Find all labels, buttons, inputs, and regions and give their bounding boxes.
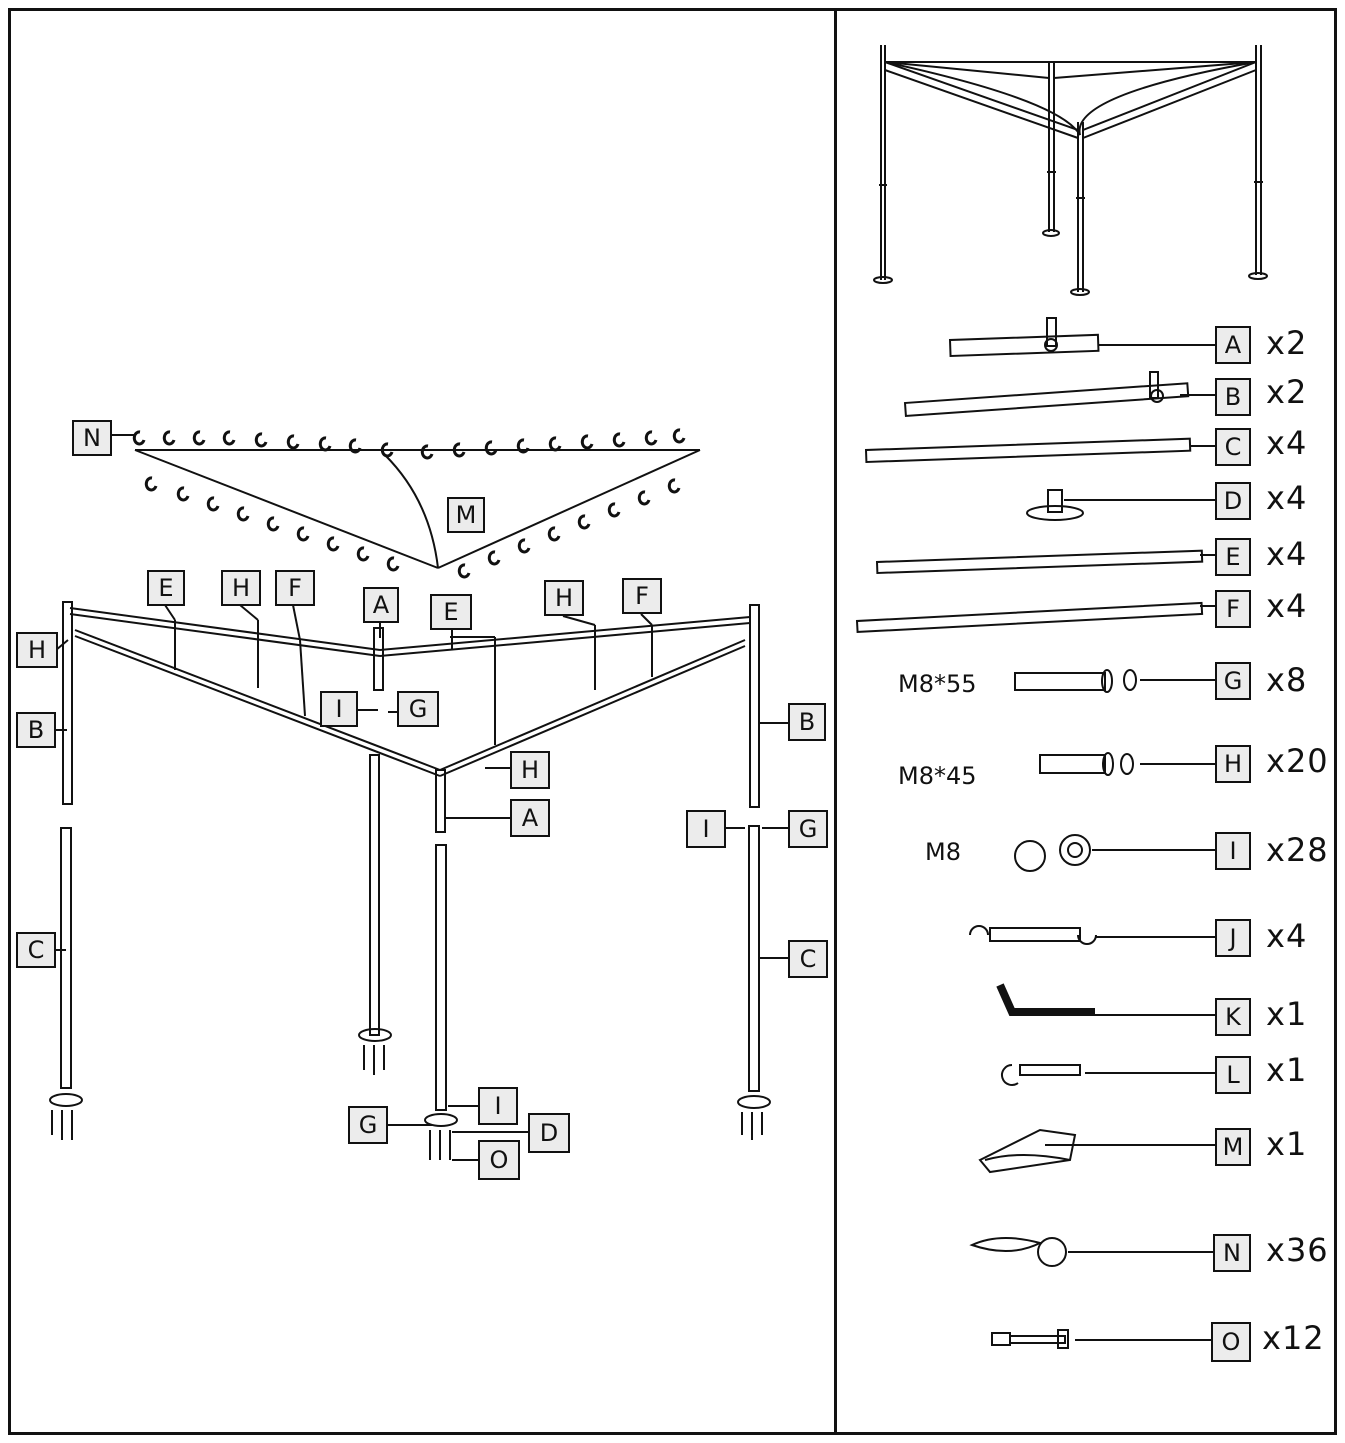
parts-list-qty-k: x1 — [1266, 995, 1308, 1033]
parts-list-letter-h: H — [1215, 745, 1251, 783]
parts-list-letter-b: B — [1215, 378, 1251, 416]
part-l-sketch — [1001, 1064, 1215, 1086]
label-g-mid: G — [397, 691, 439, 727]
parts-list-letter-a: A — [1215, 326, 1251, 364]
label-h-right-top: H — [544, 580, 584, 616]
parts-list-letter-n: N — [1213, 1234, 1251, 1272]
part-b-sketch — [903, 371, 1215, 418]
label-o-bottom: O — [478, 1140, 520, 1180]
part-d-sketch — [1026, 489, 1215, 521]
part-n-sketch — [969, 1236, 1215, 1267]
parts-list-qty-g: x8 — [1266, 661, 1308, 699]
parts-list-letter-e: E — [1215, 538, 1251, 576]
parts-list-qty-l: x1 — [1266, 1051, 1308, 1089]
canopy-sail — [134, 449, 701, 569]
label-f-right: F — [622, 578, 662, 614]
parts-list-letter-o: O — [1211, 1322, 1251, 1362]
parts-list-qty-c: x4 — [1266, 424, 1308, 462]
label-h-left-top: H — [221, 570, 261, 606]
parts-list-letter-j: J — [1215, 919, 1251, 957]
parts-list-spec-g: M8*55 — [898, 670, 977, 698]
label-e-left: E — [147, 570, 185, 606]
parts-list-qty-h: x20 — [1266, 742, 1329, 780]
assembled-gazebo-illustration — [873, 45, 1268, 296]
pole-feet — [49, 1028, 771, 1160]
panel-divider — [834, 8, 837, 1435]
label-h-left: H — [16, 632, 58, 668]
label-c-left: C — [16, 932, 56, 968]
part-e-sketch — [875, 549, 1215, 575]
canopy-hooks — [132, 428, 686, 579]
parts-list-qty-i: x28 — [1266, 831, 1329, 869]
part-g-sketch — [1014, 669, 1215, 693]
parts-list-qty-e: x4 — [1266, 535, 1308, 573]
label-b-right: B — [788, 703, 826, 741]
parts-list-qty-a: x2 — [1266, 324, 1308, 362]
leader-lines — [55, 434, 788, 1161]
part-k-sketch — [996, 983, 1215, 1016]
label-c-right: C — [788, 940, 828, 978]
part-h-sketch — [1039, 752, 1215, 776]
part-a-sketch — [948, 317, 1215, 358]
part-m-sketch — [978, 1128, 1215, 1174]
part-f-sketch — [855, 601, 1215, 634]
label-b-left: B — [16, 712, 56, 748]
diagram-frame — [8, 8, 1337, 1435]
label-f-left: F — [275, 570, 315, 606]
parts-list-letter-m: M — [1215, 1128, 1251, 1166]
label-m: M — [447, 497, 485, 533]
parts-list-spec-i: M8 — [925, 838, 961, 866]
label-d-bottom: D — [528, 1113, 570, 1153]
parts-list-qty-m: x1 — [1266, 1125, 1308, 1163]
parts-list-qty-b: x2 — [1266, 373, 1308, 411]
part-j-sketch — [969, 925, 1215, 945]
parts-list-qty-j: x4 — [1266, 917, 1308, 955]
parts-list-qty-n: x36 — [1266, 1231, 1329, 1269]
parts-list-qty-f: x4 — [1266, 587, 1308, 625]
part-i-sketch — [1014, 834, 1215, 872]
parts-list-letter-c: C — [1215, 428, 1251, 466]
label-g-bottom: G — [348, 1106, 388, 1144]
label-i-right: I — [686, 810, 726, 848]
parts-list-letter-l: L — [1215, 1056, 1251, 1094]
label-g-right: G — [788, 810, 828, 848]
part-o-sketch — [991, 1329, 1215, 1349]
parts-list-letter-i: I — [1215, 832, 1251, 870]
parts-list-spec-h: M8*45 — [898, 762, 977, 790]
roof-frame — [69, 607, 751, 777]
label-h-mid: H — [510, 751, 550, 789]
label-e-right: E — [430, 594, 472, 630]
label-a-mid: A — [510, 799, 550, 837]
label-i-mid: I — [320, 691, 358, 727]
parts-list-letter-f: F — [1215, 590, 1251, 628]
parts-list-letter-g: G — [1215, 662, 1251, 700]
parts-list-letter-k: K — [1215, 998, 1251, 1036]
parts-list-letter-d: D — [1215, 482, 1251, 520]
label-i-bottom: I — [478, 1087, 518, 1125]
parts-list-qty-o: x12 — [1262, 1319, 1325, 1357]
parts-list-qty-d: x4 — [1266, 479, 1308, 517]
part-c-sketch — [864, 437, 1215, 464]
label-n: N — [72, 420, 112, 456]
label-a-top: A — [363, 587, 399, 623]
